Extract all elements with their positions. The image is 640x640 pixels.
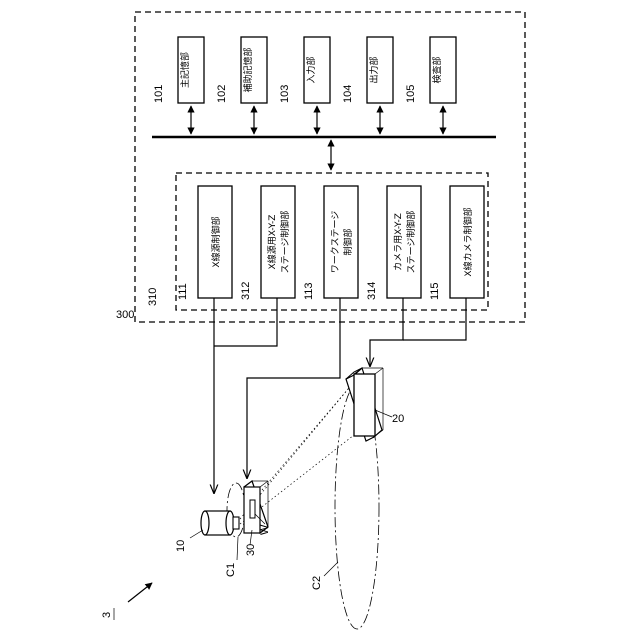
top-unit-102: 補助記憶部 102 [216, 37, 267, 103]
work-object [250, 500, 255, 518]
top-unit-105: 検査部 105 [405, 37, 456, 103]
control-unit-id: 314 [366, 282, 378, 300]
control-unit-label: X線源制御部 [210, 216, 222, 267]
top-unit-id: 103 [279, 85, 291, 103]
xray-source-leader [190, 530, 203, 538]
control-unit-115: X線カメラ制御部 115 [429, 186, 484, 300]
control-unit-111: X線源制御部 111 [177, 186, 232, 300]
top-unit-id: 104 [342, 85, 354, 103]
figure-arrow [128, 583, 152, 602]
top-unit-104: 出力部 104 [342, 37, 393, 103]
top-unit-label: 補助記憶部 [242, 47, 254, 92]
top-unit-101: 主記憶部 101 [153, 37, 204, 103]
top-unit-103: 入力部 103 [279, 37, 330, 103]
control-unit-label: X線源用X-Y-Z [266, 215, 278, 270]
control-unit-label: X線カメラ制御部 [462, 207, 474, 276]
top-unit-label: 出力部 [368, 56, 380, 83]
control-unit-id: 113 [303, 282, 315, 300]
signal-lines [214, 298, 466, 493]
c2-leader [324, 562, 338, 576]
control-group-id-label: 310 [147, 288, 159, 306]
top-unit-id: 101 [153, 85, 165, 103]
control-unit-label-2: ステージ制御部 [279, 211, 291, 274]
c1-ref-label: C1 [225, 563, 237, 577]
c2-ref-label: C2 [311, 576, 323, 590]
control-unit-id: 312 [240, 282, 252, 300]
control-unit-label: カメラ用X-Y-Z [393, 213, 404, 271]
xray-camera [346, 368, 383, 441]
control-unit-label-2: ステージ制御部 [405, 211, 417, 274]
control-unit-113: ワークステージ 制御部 113 [303, 186, 358, 300]
control-unit-312: X線源用X-Y-Z ステージ制御部 312 [240, 186, 295, 300]
figure-number-label: 3 [101, 612, 113, 618]
top-unit-id: 105 [405, 85, 417, 103]
control-unit-id: 115 [429, 282, 441, 300]
xray-source-ref-label: 10 [175, 540, 187, 552]
control-unit-label: ワークステージ [330, 211, 341, 274]
work-stage-ref-label: 30 [245, 544, 257, 556]
control-unit-314: カメラ用X-Y-Z ステージ制御部 314 [366, 186, 421, 300]
system-id-label: 300 [116, 309, 134, 321]
xray-source [201, 511, 239, 535]
control-unit-id: 111 [177, 283, 189, 300]
c1-leader [237, 537, 238, 560]
top-unit-label: 入力部 [305, 56, 317, 83]
top-unit-label: 検査部 [431, 56, 443, 83]
camera-ref-label: 20 [392, 413, 404, 425]
control-unit-label-2: 制御部 [342, 228, 354, 255]
work-ref-label: W [259, 524, 271, 535]
top-unit-label: 主記憶部 [179, 52, 191, 88]
top-unit-id: 102 [216, 85, 228, 103]
bus-connectors-top [191, 106, 443, 134]
